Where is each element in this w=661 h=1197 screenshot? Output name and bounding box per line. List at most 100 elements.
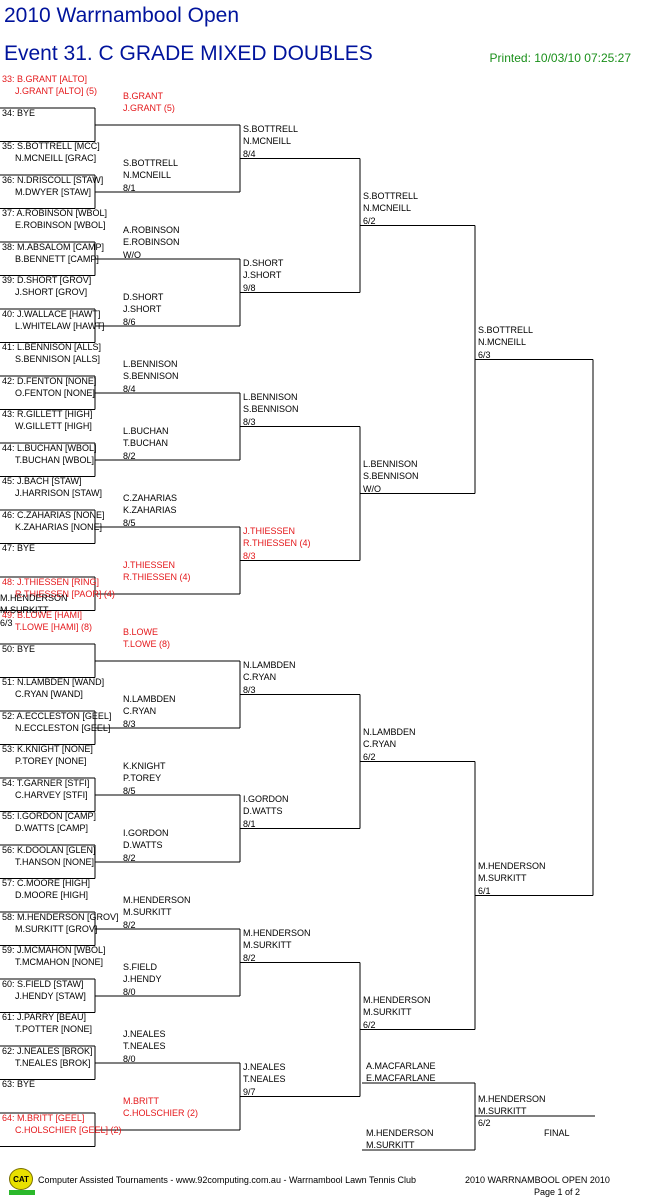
match-player-2: T.NEALES: [243, 1074, 286, 1085]
match-player-2: R.THIESSEN (4): [243, 538, 311, 549]
match-player-1: L.BENNISON: [363, 459, 418, 470]
draw-player-1: 62: J.NEALES [BROK]: [2, 1045, 93, 1056]
draw-player-2: E.ROBINSON [WBOL]: [15, 220, 106, 230]
match-score: 8/6: [123, 316, 136, 327]
match-player-1: N.LAMBDEN: [123, 693, 176, 704]
draw-player-1: 42: D.FENTON [NONE]: [2, 375, 97, 386]
match-score: 8/3: [243, 417, 256, 428]
match-player-2: M.SURKITT: [363, 1007, 412, 1018]
match-player-1: B.GRANT: [123, 90, 164, 101]
draw-player-2: N.ECCLESTON [GEEL]: [15, 722, 111, 733]
match-player-2: P.TOREY: [123, 772, 162, 783]
match-score: 8/3: [243, 551, 256, 562]
match-player-2: K.ZAHARIAS: [123, 504, 177, 515]
match-score: 8/2: [123, 852, 136, 863]
match-player-1: M.BRITT: [123, 1095, 159, 1106]
match-player-1: D.SHORT: [243, 258, 284, 269]
draw-player-1: 64: M.BRITT [GEEL]: [2, 1112, 85, 1123]
match-score: 6/2: [363, 752, 376, 763]
draw-player-1: 43: R.GILLETT [HIGH]: [2, 409, 93, 419]
match-score: 8/0: [123, 1053, 136, 1064]
draw-player-1: 54: T.GARNER [STFI]: [2, 777, 90, 788]
match-player-1: N.LAMBDEN: [363, 727, 416, 738]
draw-player-2: D.WATTS [CAMP]: [15, 823, 88, 833]
match-player-2: E.ROBINSON: [123, 236, 180, 247]
draw-player-1: 50: BYE: [2, 643, 36, 654]
match-player-1: A.ROBINSON: [123, 224, 180, 235]
match-score: 8/1: [123, 182, 136, 193]
match-player-2: D.WATTS: [243, 806, 283, 817]
draw-player-2: L.WHITELAW [HAWT]: [15, 320, 105, 331]
draw-player-2: J.HENDY [STAW]: [15, 990, 86, 1001]
draw-player-2: J.HARRISON [STAW]: [15, 488, 103, 498]
match-player-2: T.NEALES: [123, 1040, 166, 1051]
draw-player-1: 59: J.MCMAHON [WBOL]: [2, 945, 106, 955]
match-score: 9/8: [243, 283, 256, 294]
match-player-1: N.LAMBDEN: [243, 660, 296, 671]
final-top-player-1: A.MACFARLANE: [366, 1061, 436, 1071]
match-player-1: I.GORDON: [243, 794, 289, 805]
cat-logo: CAT: [9, 1168, 33, 1190]
match-player-1: L.BENNISON: [123, 358, 178, 369]
draw-player-1: 49: B.LOWE [HAMI]: [2, 610, 83, 620]
final-bottom-player-1: M.HENDERSON: [366, 1128, 434, 1138]
match-player-1: M.HENDERSON: [0, 593, 68, 604]
draw-player-2: O.FENTON [NONE]: [15, 387, 95, 398]
match-score: 8/4: [243, 149, 256, 160]
match-score: W/O: [123, 249, 141, 260]
draw-player-2: S.BENNISON [ALLS]: [15, 354, 101, 364]
draw-player-2: T.BUCHAN [WBOL]: [15, 454, 95, 465]
draw-player-2: R.THIESSEN [PAOR] (4): [15, 588, 115, 599]
draw-player-1: 40: J.WALLACE [HAWT]: [2, 308, 101, 319]
draw-player-1: 51: N.LAMBDEN [WAND]: [2, 677, 105, 687]
draw-player-2: P.TOREY [NONE]: [15, 756, 87, 766]
logo-underline: [9, 1190, 35, 1195]
match-score: 8/3: [243, 685, 256, 696]
draw-player-1: 60: S.FIELD [STAW]: [2, 978, 84, 989]
match-player-1: M.HENDERSON: [123, 894, 191, 905]
match-player-1: C.ZAHARIAS: [123, 492, 178, 503]
match-player-2: C.HOLSCHIER (2): [123, 1107, 199, 1118]
draw-player-2: W.GILLETT [HIGH]: [15, 421, 92, 431]
match-score: 8/2: [123, 450, 136, 461]
match-score: 8/2: [243, 953, 256, 964]
match-player-2: N.MCNEILL: [363, 203, 412, 214]
match-player-1: M.HENDERSON: [478, 861, 546, 872]
match-player-2: M.SURKITT: [0, 605, 49, 616]
match-score: 8/3: [123, 718, 136, 729]
match-player-1: D.SHORT: [123, 291, 164, 302]
match-player-1: L.BUCHAN: [123, 425, 169, 436]
match-player-2: J.GRANT (5): [123, 102, 175, 113]
match-player-2: S.BENNISON: [243, 404, 299, 415]
match-player-2: T.BUCHAN: [123, 437, 169, 448]
draw-player-2: T.LOWE [HAMI] (8): [15, 622, 93, 632]
draw-player-2: B.BENNETT [CAMP]: [15, 253, 99, 264]
match-player-1: I.GORDON: [123, 827, 169, 838]
draw-player-1: 52: A.ECCLESTON [GEEL]: [2, 710, 112, 721]
draw-player-1: 57: C.MOORE [HIGH]: [2, 878, 91, 888]
match-player-2: C.RYAN: [363, 739, 397, 750]
draw-player-1: 34: BYE: [2, 107, 36, 118]
draw-player-2: M.SURKITT [GROV]: [15, 923, 98, 934]
draw-player-2: M.DWYER [STAW]: [15, 186, 91, 197]
draw-player-1: 47: BYE: [2, 543, 36, 553]
match-score: 9/7: [243, 1087, 256, 1098]
match-player-1: M.HENDERSON: [243, 928, 311, 939]
draw-player-1: 33: B.GRANT [ALTO]: [2, 74, 88, 84]
match-player-1: S.BOTTRELL: [363, 191, 419, 202]
match-player-2: R.THIESSEN (4): [123, 571, 191, 582]
match-player-1: J.THIESSEN: [243, 526, 296, 537]
match-player-2: S.BENNISON: [363, 471, 419, 482]
draw-player-1: 38: M.ABSALOM [CAMP]: [2, 241, 105, 252]
match-score: 6/3: [0, 618, 13, 629]
match-player-2: J.SHORT: [123, 303, 162, 314]
match-player-1: J.THIESSEN: [123, 559, 176, 570]
match-player-1: S.BOTTRELL: [243, 124, 299, 135]
draw-player-2: N.MCNEILL [GRAC]: [15, 153, 97, 163]
draw-player-2: T.POTTER [NONE]: [15, 1024, 93, 1034]
final-top-player-2: E.MACFARLANE: [366, 1073, 436, 1083]
match-score: 6/3: [478, 350, 491, 361]
match-score: 8/1: [243, 819, 256, 830]
final-label: FINAL: [544, 1128, 570, 1138]
champion-player-2: M.SURKITT: [478, 1106, 527, 1116]
